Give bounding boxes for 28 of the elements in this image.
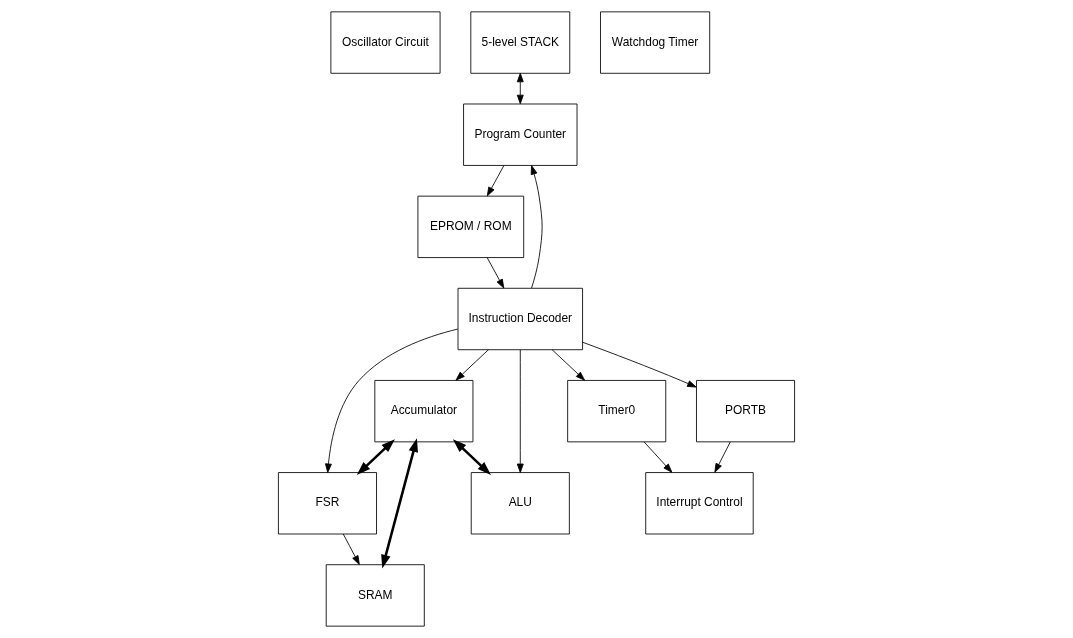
arrow [530, 165, 543, 289]
arrow [325, 328, 459, 473]
node-box: Oscillator Circuit [330, 11, 441, 74]
arrow [516, 72, 524, 105]
arrow [643, 441, 673, 473]
arrow [714, 441, 731, 473]
node-box: Interrupt Control [645, 472, 754, 535]
node-box: Timer0 [567, 380, 667, 443]
arrow [516, 349, 524, 473]
node-box: Watchdog Timer [600, 11, 711, 74]
node-box: ALU [470, 472, 570, 535]
arrow [381, 438, 418, 569]
node-box: Accumulator [374, 380, 474, 443]
node-box: SRAM [325, 564, 425, 627]
node-box: FSR [278, 472, 377, 535]
arrow [356, 439, 395, 475]
arrow [342, 533, 360, 565]
arrow [486, 165, 505, 197]
node-box: Instruction Decoder [457, 287, 583, 351]
arrow [452, 439, 491, 475]
node-box: Program Counter [463, 103, 578, 166]
arrow [486, 257, 505, 289]
node-box: EPROM / ROM [417, 195, 525, 258]
arrow [551, 349, 585, 381]
arrow [582, 341, 697, 388]
node-box: 5-level STACK [470, 11, 571, 74]
node-box: PORTB [696, 380, 795, 443]
arrow [455, 349, 489, 381]
